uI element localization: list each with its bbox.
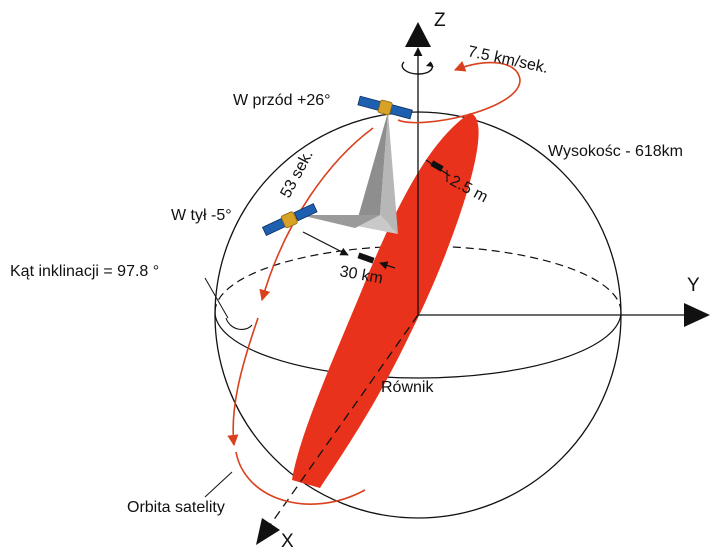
x-axis [267, 314, 419, 529]
orbit-pointer [204, 471, 233, 498]
satellite-backward-icon [261, 203, 318, 236]
velocity-arc [397, 61, 521, 124]
forward-label: W przód +26° [233, 92, 331, 109]
rotation-icon [401, 61, 434, 75]
orbit-line-lower [227, 317, 259, 447]
orbit-line-bottom [235, 451, 366, 505]
swath-marker-line [302, 231, 349, 256]
pixel-marker [430, 160, 444, 172]
rotation-arrow-icon [426, 62, 434, 67]
axis-z-label: Z [434, 10, 446, 31]
satellite-forward-icon [357, 95, 413, 120]
equator-front [214, 311, 622, 379]
orbit-line-upper [259, 127, 374, 302]
y-axis-tip [684, 303, 710, 327]
altitude-label: Wysokośc - 618km [548, 143, 683, 160]
time-label: 53 sek. [278, 147, 317, 201]
inclination-pointer [204, 277, 229, 319]
equator-label: Równik [381, 379, 434, 396]
swath-marker [357, 252, 375, 264]
swath-width-arrow [379, 261, 396, 270]
velocity-label: 7.5 km/sek. [466, 43, 550, 77]
sensor-view-left [355, 112, 388, 228]
axis-x-label: X [281, 531, 294, 552]
axis-y-label: Y [687, 275, 700, 296]
backward-label: W tył -5° [171, 207, 232, 224]
orbit-label: Orbita satelity [127, 499, 225, 516]
inclination-arc [225, 317, 253, 331]
sensor-view-back-side [300, 215, 380, 228]
z-axis-tip [405, 22, 431, 47]
sensor-view-right [380, 112, 398, 234]
inclination-label: Kąt inklinacji = 97.8 ° [10, 263, 159, 280]
x-axis-tip [256, 518, 280, 545]
swath-band [292, 113, 479, 488]
